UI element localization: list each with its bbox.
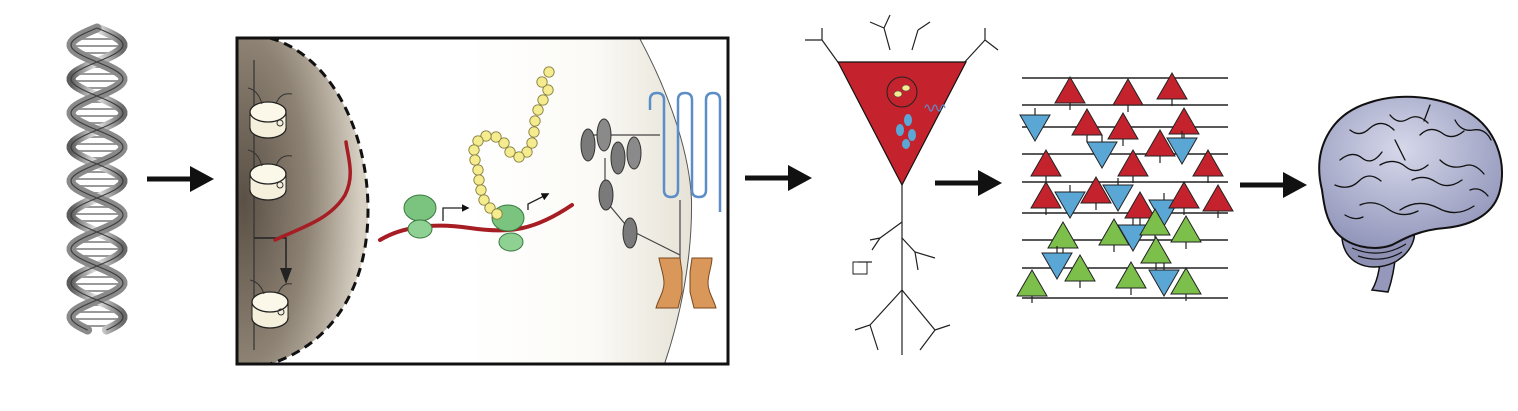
amino-acid-bead	[537, 94, 549, 106]
amino-acid-bead	[468, 144, 480, 156]
amino-acid-bead	[490, 131, 502, 143]
amino-acid-bead	[521, 146, 533, 158]
arrow-circuit-to-brain	[1240, 172, 1307, 198]
nucleosome-icon	[247, 149, 293, 201]
dna-strand-a-outline	[70, 27, 124, 331]
circuit-neuron	[1086, 141, 1118, 170]
circuit-neuron	[1168, 180, 1200, 209]
neuron-organelles	[886, 76, 946, 149]
cell-panel	[235, 36, 730, 366]
amino-acid-bead	[478, 194, 490, 206]
circuit-neuron	[1019, 114, 1051, 143]
circuit-neuron	[1047, 220, 1079, 249]
amino-acid-bead	[472, 164, 484, 176]
circuit-neuron	[1016, 268, 1048, 297]
membrane-receptor-icon	[648, 91, 722, 212]
amino-acid-bead	[473, 174, 485, 186]
circuit-neurons	[1016, 71, 1234, 303]
protein-chain-icon	[468, 66, 555, 220]
ion-channel-icon	[655, 257, 717, 309]
transcription-arrow	[254, 237, 287, 270]
neuron-soma	[837, 61, 967, 187]
amino-acid-bead	[498, 137, 510, 149]
cerebrum	[1318, 95, 1503, 249]
amino-acid-bead	[513, 151, 525, 163]
amino-acid-bead	[543, 66, 555, 78]
dna-helix-icon	[66, 23, 128, 335]
circuit-neuron	[1071, 107, 1103, 136]
circuit-neuron	[1168, 106, 1200, 135]
nucleosome-icon	[249, 279, 293, 329]
amino-acid-bead	[528, 126, 540, 138]
arrow-neuron-to-circuit	[935, 170, 1002, 196]
circuit-neuron	[1202, 183, 1234, 212]
dna-base-pairs	[71, 31, 123, 327]
ribosome-icon	[403, 194, 437, 239]
amino-acid-bead	[526, 137, 538, 149]
amino-acid-bead	[542, 84, 554, 96]
pyramidal-neuron-icon	[805, 14, 999, 355]
circuit-neuron	[1124, 190, 1156, 219]
circuit-neuron	[1170, 214, 1202, 243]
amino-acid-bead	[536, 76, 548, 88]
dna-strand-b-outline	[70, 27, 124, 331]
mrna-strand-cytoplasm	[378, 203, 574, 242]
amino-acid-bead	[475, 184, 487, 196]
brain-icon	[1318, 95, 1503, 293]
amino-acid-bead	[529, 115, 541, 127]
circuit-neuron	[1156, 71, 1188, 100]
amino-acid-bead	[491, 208, 503, 220]
arrow-dna-to-cell	[147, 166, 214, 192]
amino-acid-bead	[532, 104, 544, 116]
circuit-neuron	[1107, 111, 1139, 140]
signaling-complex-icon	[580, 118, 681, 260]
circuit-neuron	[1054, 75, 1086, 104]
nucleosome-icon	[247, 87, 293, 139]
circuit-neuron	[1140, 235, 1172, 264]
circuit-neuron	[1041, 252, 1073, 281]
circuit-neuron	[1112, 77, 1144, 106]
circuit-neuron	[1115, 260, 1147, 289]
arrow-cell-to-neuron	[745, 165, 812, 191]
amino-acid-bead	[504, 146, 516, 158]
cell-membrane	[470, 38, 693, 364]
mrna-strand-nucleus	[273, 140, 352, 242]
amino-acid-bead	[480, 130, 492, 142]
amino-acid-bead	[469, 154, 481, 166]
neural-circuit-icon	[1016, 71, 1234, 303]
